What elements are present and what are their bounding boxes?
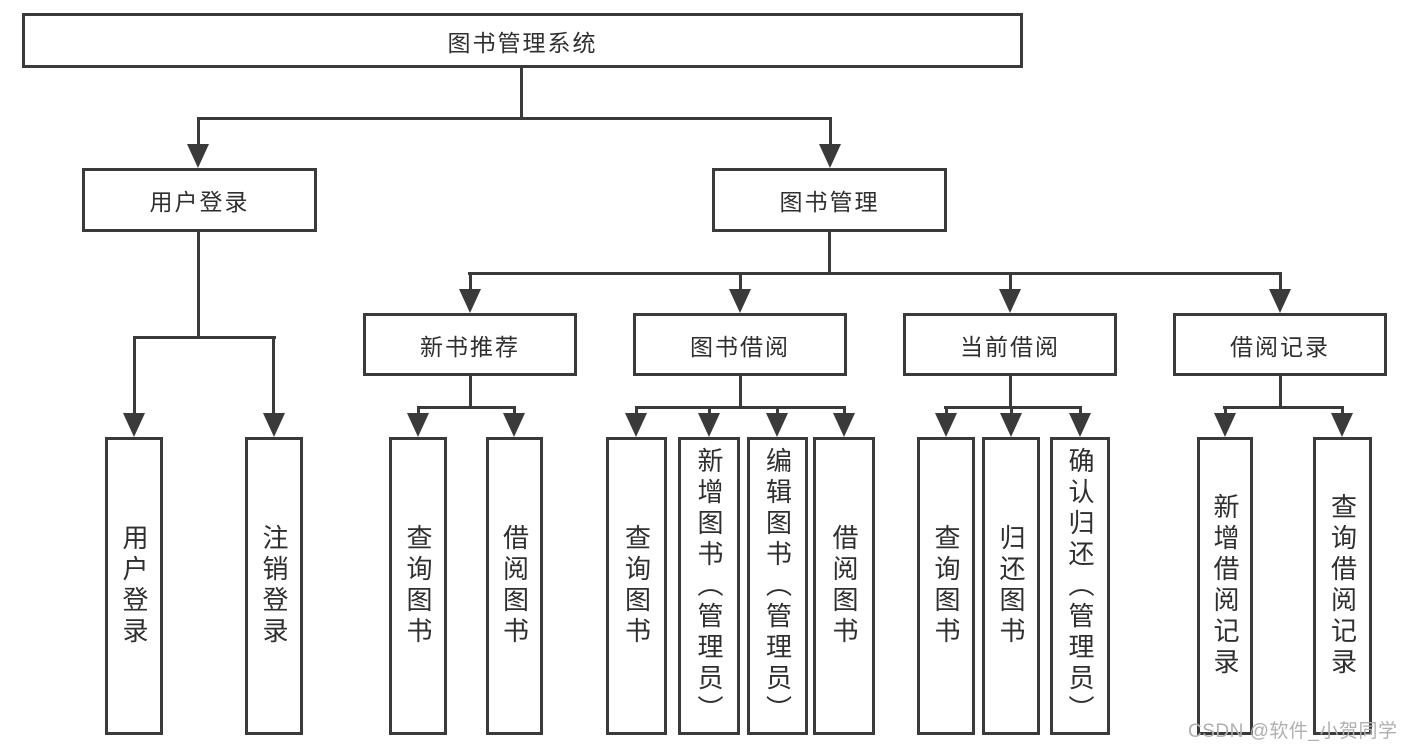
leaf-br-add-record-label: 新增借阅记录 (1210, 493, 1240, 679)
arrow-down-icon (1069, 413, 1091, 437)
leaf-bb-add-books-admin-label: 新增图书（管理员） (694, 446, 724, 726)
leaf-br-add-record: 新增借阅记录 (1197, 437, 1253, 735)
connector-line (513, 406, 516, 418)
connector-line (1079, 406, 1082, 418)
arrow-down-icon (1214, 413, 1236, 437)
connector-line (945, 406, 948, 418)
arrow-down-icon (187, 144, 209, 168)
connector-line (1341, 406, 1344, 418)
node-borrow-records: 借阅记录 (1173, 313, 1387, 376)
connector-line (635, 406, 638, 418)
connector-line (272, 336, 275, 416)
node-new-book-recommend: 新书推荐 (363, 313, 577, 376)
connector-line (776, 406, 779, 418)
arrow-down-icon (729, 289, 751, 313)
leaf-cb-query-books: 查询图书 (917, 437, 975, 735)
connector-line (635, 406, 846, 409)
node-book-borrow-label: 图书借阅 (690, 333, 790, 360)
node-root-label: 图书管理系统 (447, 29, 598, 56)
leaf-bb-borrow-books: 借阅图书 (813, 437, 875, 735)
leaf-bb-borrow-books-label: 借阅图书 (829, 524, 859, 648)
leaf-nbr-borrow-books-label: 借阅图书 (499, 524, 530, 648)
connector-line (1279, 376, 1282, 408)
node-borrow-records-label: 借阅记录 (1230, 333, 1330, 360)
leaf-bb-add-books-admin: 新增图书（管理员） (678, 437, 740, 735)
connector-line (829, 117, 832, 147)
arrow-down-icon (999, 289, 1021, 313)
node-current-borrow: 当前借阅 (903, 313, 1117, 376)
arrow-down-icon (698, 413, 720, 437)
leaf-nbr-query-books-label: 查询图书 (403, 524, 433, 648)
arrow-down-icon (503, 413, 525, 437)
connector-line (828, 232, 831, 274)
leaf-cb-confirm-return-admin: 确认归还（管理员） (1050, 437, 1110, 735)
arrow-down-icon (459, 289, 481, 313)
connector-line (708, 406, 711, 418)
connector-line (417, 406, 420, 418)
node-root: 图书管理系统 (22, 13, 1023, 68)
leaf-bb-query-books: 查询图书 (606, 437, 667, 735)
connector-line (133, 336, 136, 416)
node-user-login-label: 用户登录 (149, 189, 250, 215)
connector-line (469, 376, 472, 408)
connector-line (520, 68, 523, 118)
connector-line (197, 117, 832, 120)
connector-line (739, 376, 742, 408)
connector-line (1223, 406, 1344, 409)
arrow-down-icon (625, 413, 647, 437)
arrow-down-icon (1331, 413, 1353, 437)
node-book-management-label: 图书管理 (779, 189, 880, 215)
leaf-user-login: 用户登录 (105, 437, 163, 735)
leaf-cb-confirm-return-admin-label: 确认归还（管理员） (1065, 446, 1095, 726)
connector-line (133, 336, 276, 339)
connector-line (843, 406, 846, 418)
arrow-down-icon (766, 413, 788, 437)
csdn-watermark: CSDN @软件_小贺同学 (1188, 721, 1398, 742)
leaf-cb-query-books-label: 查询图书 (931, 524, 961, 648)
arrow-down-icon (1000, 413, 1022, 437)
connector-line (1010, 406, 1013, 418)
connector-line (1009, 376, 1012, 408)
connector-line (468, 272, 1282, 275)
leaf-cb-return-books: 归还图书 (982, 437, 1040, 735)
leaf-bb-query-books-label: 查询图书 (621, 524, 652, 648)
leaf-nbr-query-books: 查询图书 (389, 437, 447, 735)
leaf-br-query-record: 查询借阅记录 (1313, 437, 1372, 735)
leaf-user-login-label: 用户登录 (119, 524, 149, 648)
leaf-bb-edit-books-admin: 编辑图书（管理员） (747, 437, 808, 735)
arrow-down-icon (819, 144, 841, 168)
connector-line (1224, 406, 1227, 418)
leaf-bb-edit-books-admin-label: 编辑图书（管理员） (762, 446, 793, 726)
leaf-logout: 注销登录 (245, 437, 303, 735)
connector-line (944, 406, 1082, 409)
arrow-down-icon (123, 413, 145, 437)
connector-line (197, 117, 200, 147)
arrow-down-icon (935, 413, 957, 437)
connector-line (197, 232, 200, 338)
connector-line (469, 272, 472, 292)
node-user-login: 用户登录 (82, 168, 317, 232)
node-book-borrow: 图书借阅 (633, 313, 847, 376)
node-current-borrow-label: 当前借阅 (960, 333, 1060, 360)
leaf-br-query-record-label: 查询借阅记录 (1327, 493, 1358, 679)
arrow-down-icon (263, 413, 285, 437)
leaf-cb-return-books-label: 归还图书 (996, 524, 1026, 648)
connector-line (739, 272, 742, 292)
arrow-down-icon (407, 413, 429, 437)
leaf-nbr-borrow-books: 借阅图书 (486, 437, 543, 735)
leaf-logout-label: 注销登录 (259, 524, 289, 648)
arrow-down-icon (1269, 289, 1291, 313)
connector-line (1009, 272, 1012, 292)
node-book-management: 图书管理 (712, 168, 947, 232)
node-new-book-recommend-label: 新书推荐 (420, 333, 520, 360)
connector-line (1279, 272, 1282, 292)
connector-line (417, 406, 516, 409)
arrow-down-icon (833, 413, 855, 437)
